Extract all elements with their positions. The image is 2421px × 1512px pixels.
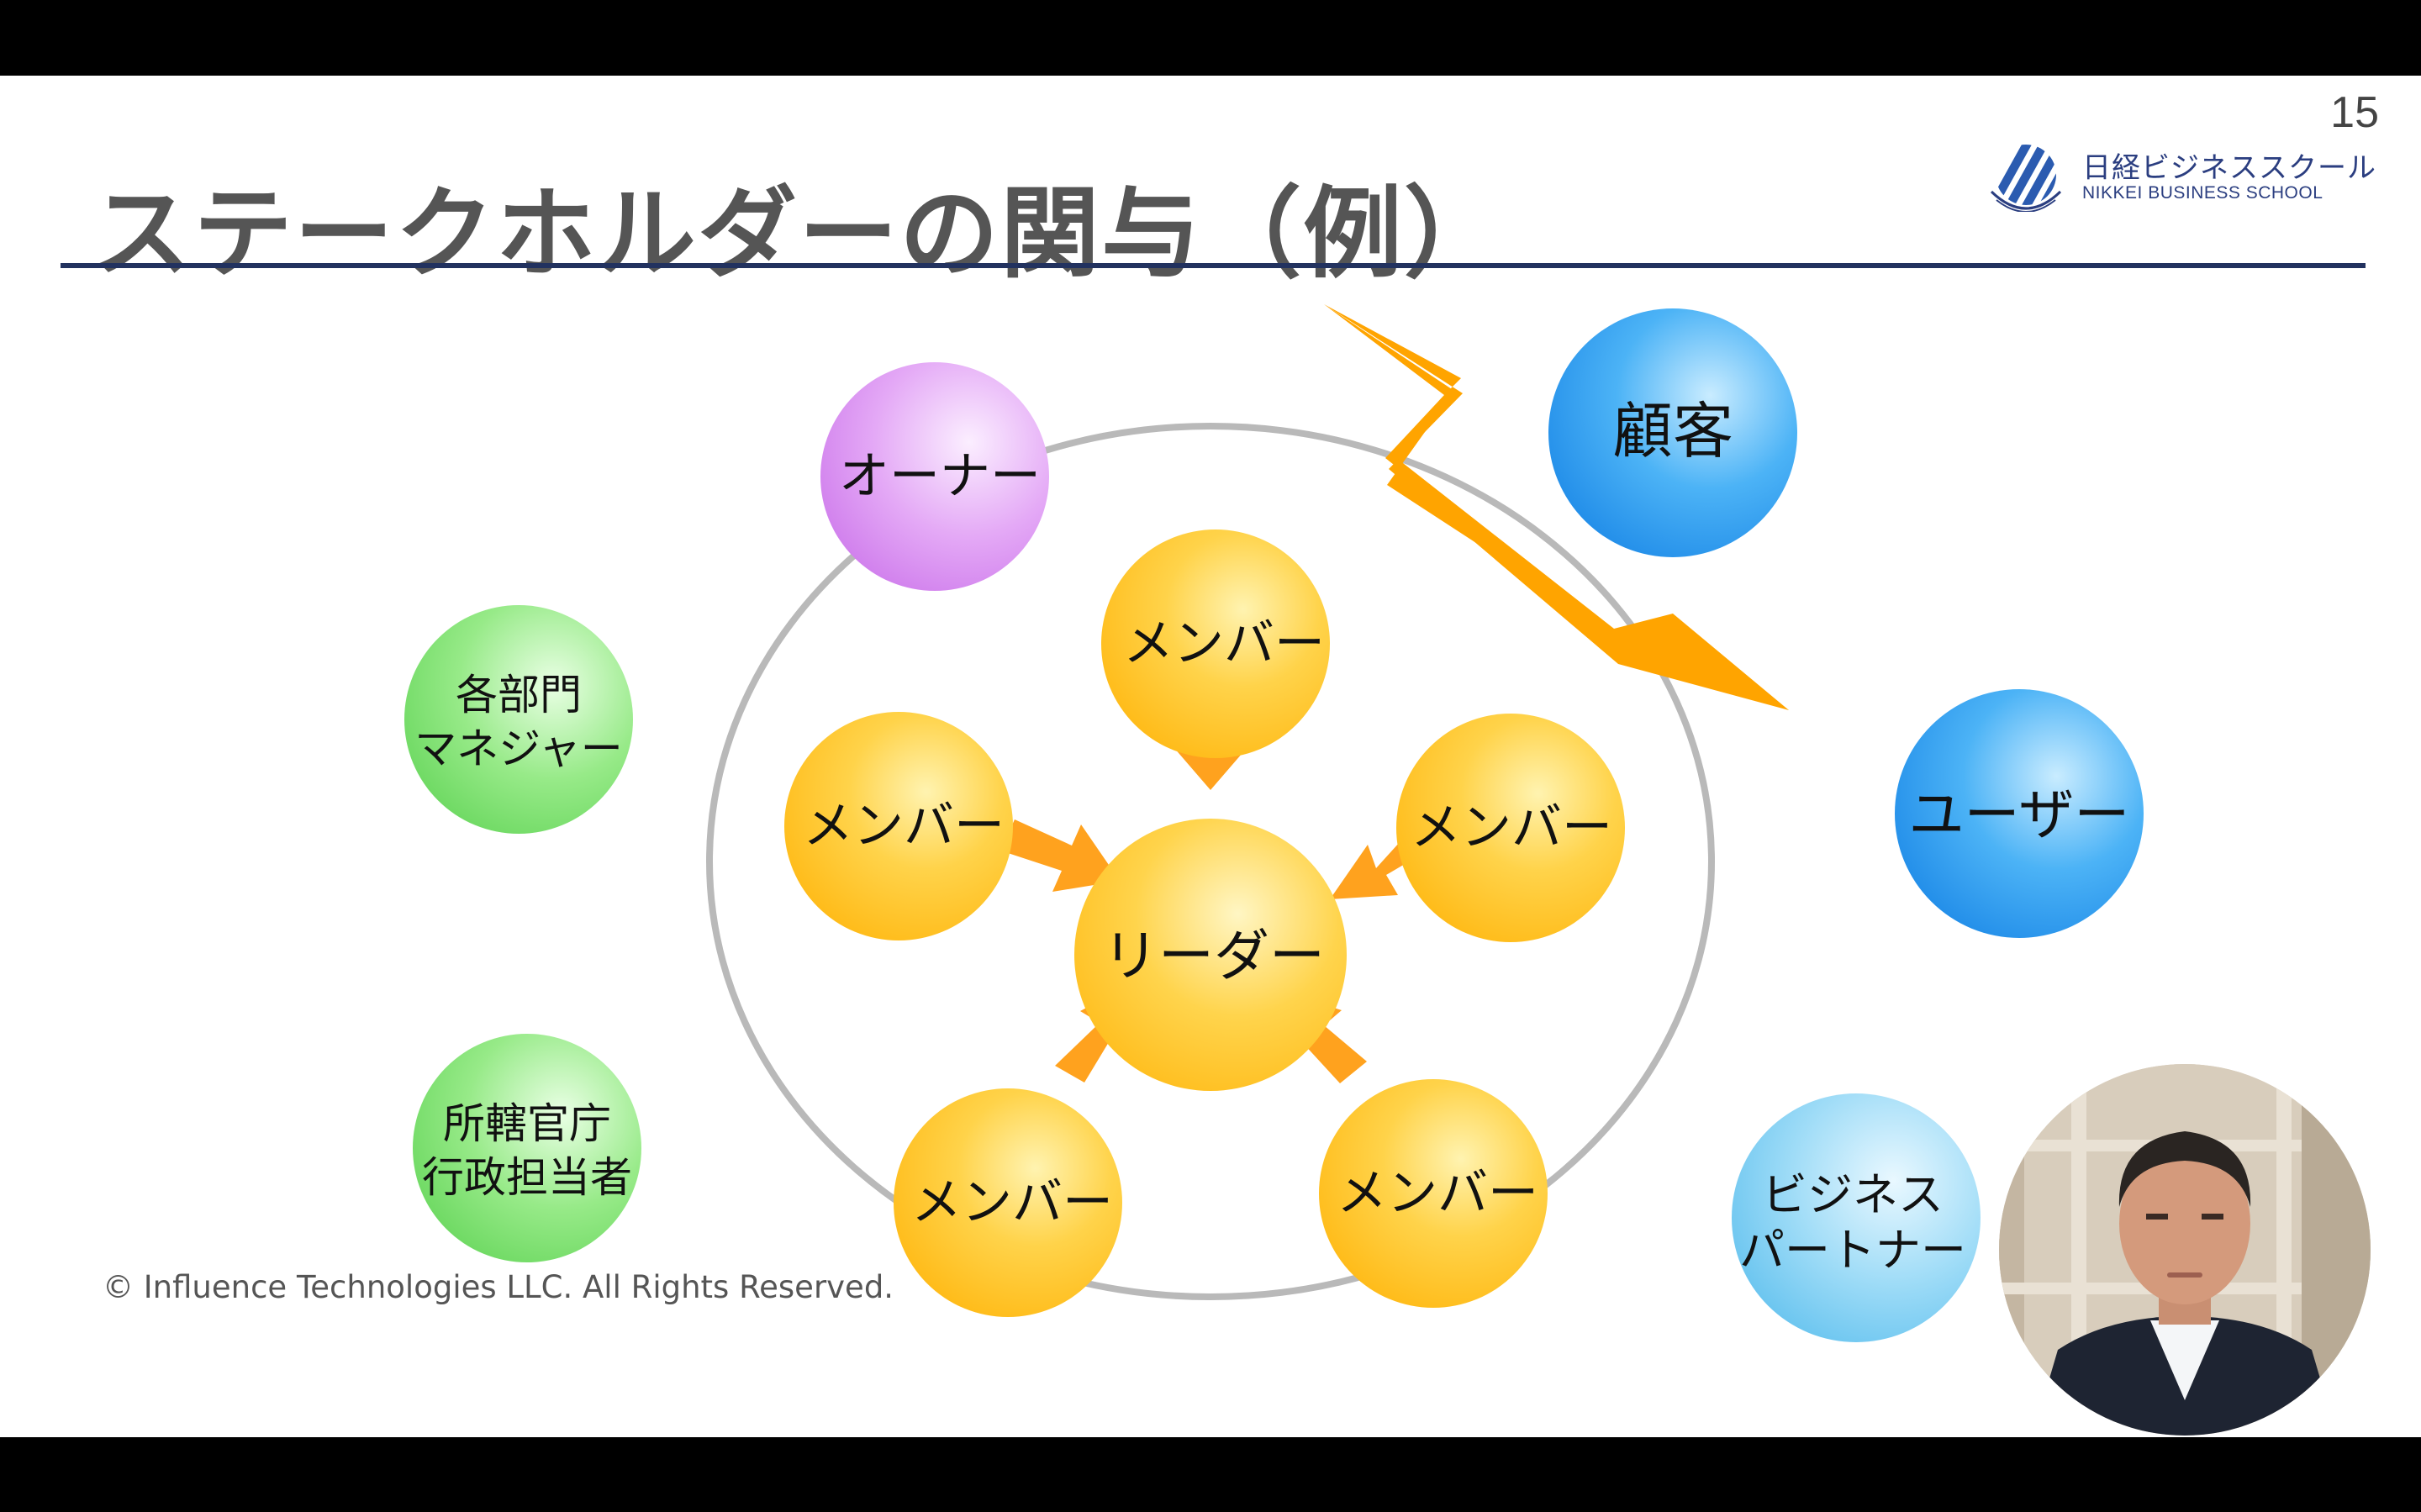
logo-name-en: NIKKEI BUSINESS SCHOOL [2082, 183, 2323, 203]
presenter-video [1999, 1064, 2371, 1436]
member-node-bottom-left: メンバー [894, 1088, 1122, 1317]
svg-text:ユーザー: ユーザー [1909, 782, 2130, 847]
svg-text:メンバー: メンバー [1337, 1164, 1538, 1223]
member-node-left: メンバー [784, 712, 1013, 940]
svg-text:各部門: 各部門 [456, 671, 582, 719]
slide: 15 日経ビジネススクール NIKKEI BUSINESS SCHOOL ステー… [0, 76, 2421, 1437]
logo-name-ja: 日経ビジネススクール [2082, 151, 2376, 185]
svg-text:メンバー: メンバー [803, 797, 1005, 856]
svg-text:メンバー: メンバー [1123, 614, 1325, 673]
business-partner-node: ビジネス パートナー [1732, 1093, 1981, 1342]
customer-node: 顧客 [1548, 308, 1797, 557]
team-boundary-ring [706, 423, 1715, 1300]
leader-node: リーダー [1074, 819, 1347, 1091]
svg-text:メンバー: メンバー [911, 1173, 1113, 1232]
svg-text:パートナー: パートナー [1739, 1224, 1966, 1277]
title-rule [61, 263, 2366, 268]
owner-node: オーナー [820, 362, 1049, 591]
copyright-notice: © Influence Technologies LLC. All Rights… [103, 1269, 894, 1305]
slide-title: ステークホルダーの関与（例） [92, 176, 1506, 292]
department-managers-node: 各部門 マネジャー [404, 605, 633, 834]
svg-text:ビジネス: ビジネス [1762, 1168, 1944, 1221]
page-number: 15 [2330, 88, 2379, 137]
nikkei-logo: 日経ビジネススクール NIKKEI BUSINESS SCHOOL [1980, 141, 2376, 225]
svg-text:リーダー: リーダー [1103, 924, 1325, 988]
svg-text:所轄官庁: 所轄官庁 [443, 1099, 611, 1148]
svg-text:マネジャー: マネジャー [414, 724, 623, 773]
user-node: ユーザー [1895, 689, 2144, 938]
striped-circle-logo-icon [1990, 145, 2062, 212]
svg-text:メンバー: メンバー [1411, 798, 1612, 857]
stakeholder-diagram: メンバー メンバー メンバー メンバー メンバー リーダー オーナー [404, 304, 2144, 1342]
member-node-right: メンバー [1396, 714, 1625, 942]
svg-text:顧客: 顧客 [1612, 396, 1733, 466]
member-node-bottom-right: メンバー [1319, 1079, 1548, 1308]
svg-text:オーナー: オーナー [839, 447, 1041, 506]
svg-text:行政担当者: 行政担当者 [422, 1153, 632, 1202]
member-node-top: メンバー [1101, 529, 1330, 758]
presenter-video-icon [1999, 1064, 2371, 1436]
arrow-left-member [1000, 819, 1120, 892]
authorities-node: 所轄官庁 行政担当者 [413, 1034, 641, 1262]
